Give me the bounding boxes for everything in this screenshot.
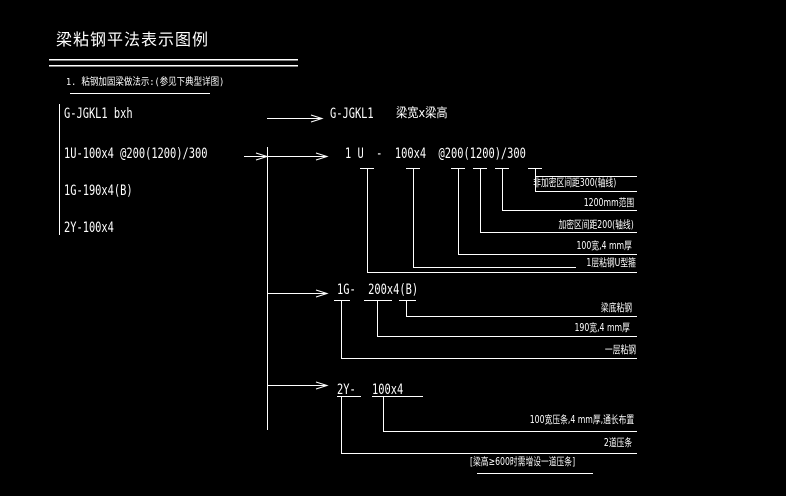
- u-hoop-label-range: 1200mm范围: [583, 197, 634, 209]
- arrows: [244, 114, 329, 390]
- bottom-plate-label-layers: 一层粘钢: [604, 344, 636, 356]
- notation-line-u-hoop: 1U-100x4 @200(1200)/300: [64, 146, 208, 162]
- strap-label-size: 100宽压条,4 mm厚,通长布置: [529, 414, 634, 426]
- strap-leaders: [337, 396, 637, 474]
- notation-line-beam: G-JGKL1 bxh: [64, 106, 133, 122]
- u-hoop-label-size: 100宽,4 mm厚: [576, 240, 632, 252]
- bottom-plate-notation: 1G- 200x4(B): [337, 282, 419, 298]
- bottom-plate-label-position: 梁底粘钢: [600, 302, 632, 314]
- u-hoop-leaders: [360, 168, 637, 273]
- section-heading: 1. 粘钢加固梁做法示:(参见下典型详图): [66, 77, 225, 88]
- drawing-title: 梁粘钢平法表示图例: [56, 30, 210, 49]
- strap-size: 100x4: [372, 382, 404, 398]
- beam-callout-code: G-JGKL1: [330, 106, 374, 122]
- notation-line-strap: 2Y-100x4: [64, 220, 114, 236]
- beam-callout-label: 梁宽x梁高: [396, 105, 448, 120]
- strap-label-count: 2道压条: [603, 437, 632, 449]
- u-hoop-label-spacing-normal: 非加密区间距300(轴线): [532, 177, 616, 189]
- u-hoop-label-type: 1层粘钢U型箍: [586, 257, 636, 269]
- bottom-plate-label-size: 190宽,4 mm厚: [574, 322, 630, 334]
- title-double-rule: [49, 58, 298, 67]
- strap-code: 2Y-: [337, 382, 356, 398]
- bottom-plate-leaders: [334, 300, 637, 359]
- notation-line-bottom-plate: 1G-190x4(B): [64, 183, 133, 199]
- u-hoop-notation: 1 U - 100x4 @200(1200)/300: [345, 146, 526, 162]
- strap-note: [梁高≥600时需增设一道压条]: [470, 456, 576, 468]
- u-hoop-label-spacing-dense: 加密区间距200(轴线): [558, 219, 634, 231]
